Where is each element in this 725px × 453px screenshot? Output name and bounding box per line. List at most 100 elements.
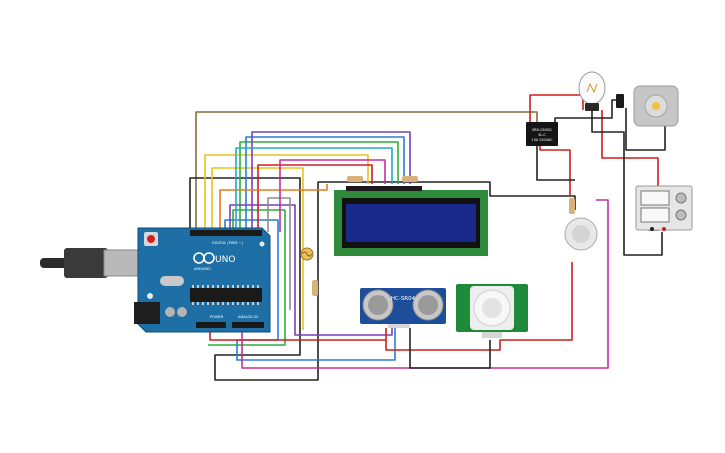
wire-black-6[interactable] xyxy=(409,328,491,369)
chip-pin xyxy=(197,302,199,305)
chip-pin xyxy=(212,285,214,288)
wire-red-2[interactable] xyxy=(209,328,387,341)
pir-motion-sensor[interactable] xyxy=(456,284,528,338)
chip-pin xyxy=(237,285,239,288)
wire-black-1[interactable] xyxy=(189,177,576,381)
ps-knob-2[interactable] xyxy=(675,209,687,221)
chip-pin xyxy=(257,285,259,288)
bulb-base xyxy=(585,103,599,111)
chip-pin xyxy=(217,302,219,305)
chip-pin xyxy=(247,285,249,288)
lcd-display-16x2[interactable] xyxy=(334,186,488,256)
wire-red-1[interactable] xyxy=(257,164,373,232)
wire-black-5[interactable] xyxy=(625,108,666,151)
relay-body xyxy=(526,122,558,146)
chip-pin xyxy=(227,285,229,288)
crystal-oscillator xyxy=(160,276,184,286)
chip-pin xyxy=(237,302,239,305)
lcd-header-pins xyxy=(346,186,422,191)
ultrasonic-transmitter-mesh xyxy=(368,295,388,315)
chip-pin xyxy=(222,285,224,288)
motor-shaft xyxy=(652,102,660,110)
ps-terminal-negative[interactable] xyxy=(650,227,654,231)
chip-pin xyxy=(192,285,194,288)
wire-green-2[interactable] xyxy=(208,209,286,346)
power-header xyxy=(196,322,226,328)
buzzer-center xyxy=(572,225,590,243)
mount-hole-2 xyxy=(259,241,265,247)
chip-pin xyxy=(222,302,224,305)
resistor-2[interactable] xyxy=(402,176,418,182)
ps-knob-1[interactable] xyxy=(675,192,687,204)
photoresistor[interactable] xyxy=(300,247,314,261)
wire-red-4[interactable] xyxy=(529,94,584,128)
analog-label: ANALOG IN xyxy=(238,315,258,319)
relay-module[interactable]: SRD-05VDC SL-C 10A 250VAC xyxy=(526,122,558,146)
wire-cyan-1[interactable] xyxy=(235,147,393,232)
chip-pin xyxy=(202,302,204,305)
ultrasonic-sensor-hc-sr04[interactable]: HC-SR04 xyxy=(360,288,446,328)
piezo-buzzer[interactable] xyxy=(564,217,598,251)
digital-header xyxy=(190,230,262,236)
light-bulb[interactable] xyxy=(578,71,606,111)
diode[interactable] xyxy=(616,94,624,108)
chip-pin xyxy=(257,302,259,305)
wire-red-6[interactable] xyxy=(539,145,571,196)
wire-red-3[interactable] xyxy=(385,262,573,351)
analog-header xyxy=(232,322,264,328)
relay-label-2: SL-C xyxy=(538,133,546,137)
resistor-1[interactable] xyxy=(347,176,363,182)
chip-pin xyxy=(232,302,234,305)
dc-motor[interactable] xyxy=(633,85,679,127)
wire-purple-2[interactable] xyxy=(229,204,393,336)
wire-gray-1[interactable] xyxy=(267,197,291,310)
wires xyxy=(189,94,666,381)
chip-pin xyxy=(192,302,194,305)
chip-pin xyxy=(252,285,254,288)
power-jack xyxy=(134,302,160,324)
brand-text: ARDUINO xyxy=(194,267,211,271)
relay-label-1: SRD-05VDC xyxy=(532,128,553,132)
chip-pin xyxy=(227,302,229,305)
chip-pin xyxy=(212,302,214,305)
ps-display-1 xyxy=(640,190,670,206)
wire-blue-1[interactable] xyxy=(245,136,405,232)
digital-label: DIGITAL (PWM ~) xyxy=(212,241,244,245)
power-label: POWER xyxy=(210,315,224,319)
wire-yellow-1[interactable] xyxy=(204,154,369,232)
wire-purple-1[interactable] xyxy=(251,131,411,232)
chip-pin xyxy=(242,285,244,288)
relay-label-3: 10A 250VAC xyxy=(532,138,554,142)
wire-magenta-1[interactable] xyxy=(241,199,609,369)
usb-plug xyxy=(64,248,108,278)
wire-green-1[interactable] xyxy=(239,141,399,232)
reset-button-cap[interactable] xyxy=(147,235,155,243)
ultrasonic-receiver-mesh xyxy=(418,295,438,315)
wire-black-4[interactable] xyxy=(554,99,618,128)
ps-terminal-positive[interactable] xyxy=(662,227,666,231)
chip-pins xyxy=(192,285,259,305)
arduino-uno-board[interactable]: DIGITAL (PWM ~) UNO ARDUINO POWER ANALOG… xyxy=(40,227,271,333)
chip-pin xyxy=(197,285,199,288)
resistor-buzzer[interactable] xyxy=(569,198,575,214)
chip-pin xyxy=(242,302,244,305)
wire-black-2[interactable] xyxy=(536,145,575,181)
resistor-3[interactable] xyxy=(312,280,318,296)
wire-black-3[interactable] xyxy=(591,110,663,256)
wire-brown-relay[interactable] xyxy=(195,111,538,232)
atmega-chip xyxy=(190,288,262,302)
arduino-logo xyxy=(193,252,215,264)
pir-pins xyxy=(482,332,502,338)
ultrasonic-pins xyxy=(388,324,410,328)
wire-orange-1[interactable] xyxy=(219,184,328,232)
ps-display-2 xyxy=(640,207,670,223)
chip-pin xyxy=(247,302,249,305)
power-supply[interactable] xyxy=(635,185,693,231)
pir-dome-inner xyxy=(482,298,502,318)
chip-pin xyxy=(217,285,219,288)
chip-pin xyxy=(232,285,234,288)
resistors-lcd xyxy=(347,176,418,182)
mount-hole-1 xyxy=(147,293,153,299)
bulb-filament xyxy=(586,82,598,94)
wire-magenta-2[interactable] xyxy=(279,159,386,232)
